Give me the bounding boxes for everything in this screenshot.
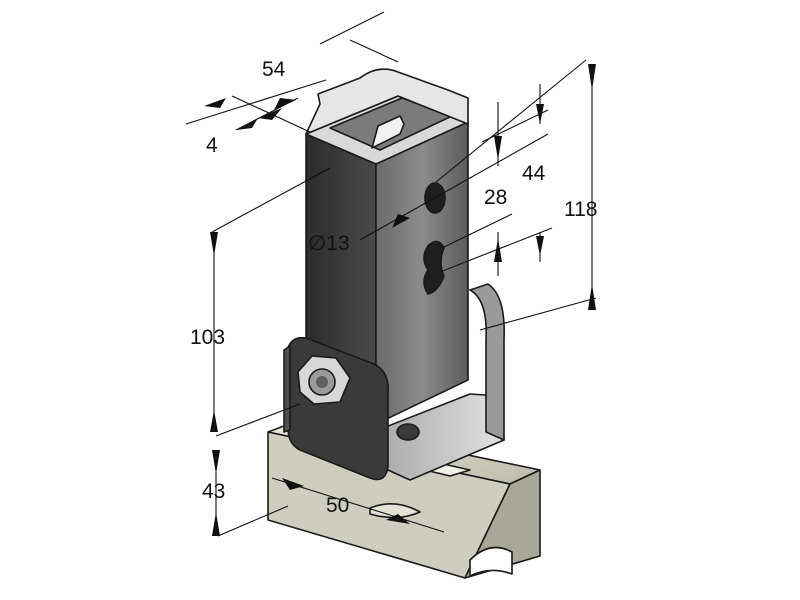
hex-nut [297,355,351,405]
dim-54-label: 54 [262,58,286,81]
dim-hole-diameter-label: ∅13 [308,232,350,255]
dim-50-label: 50 [326,494,349,517]
dim-44-label: 44 [522,162,546,185]
dim-4-label: 4 [206,134,218,157]
dim-103-label: 103 [190,326,225,349]
dim-28-label: 28 [484,186,507,209]
dim-43-label: 43 [202,480,225,503]
arrowheads [204,64,596,536]
u-bracket [377,283,505,481]
dim-118-label: 118 [564,198,597,221]
